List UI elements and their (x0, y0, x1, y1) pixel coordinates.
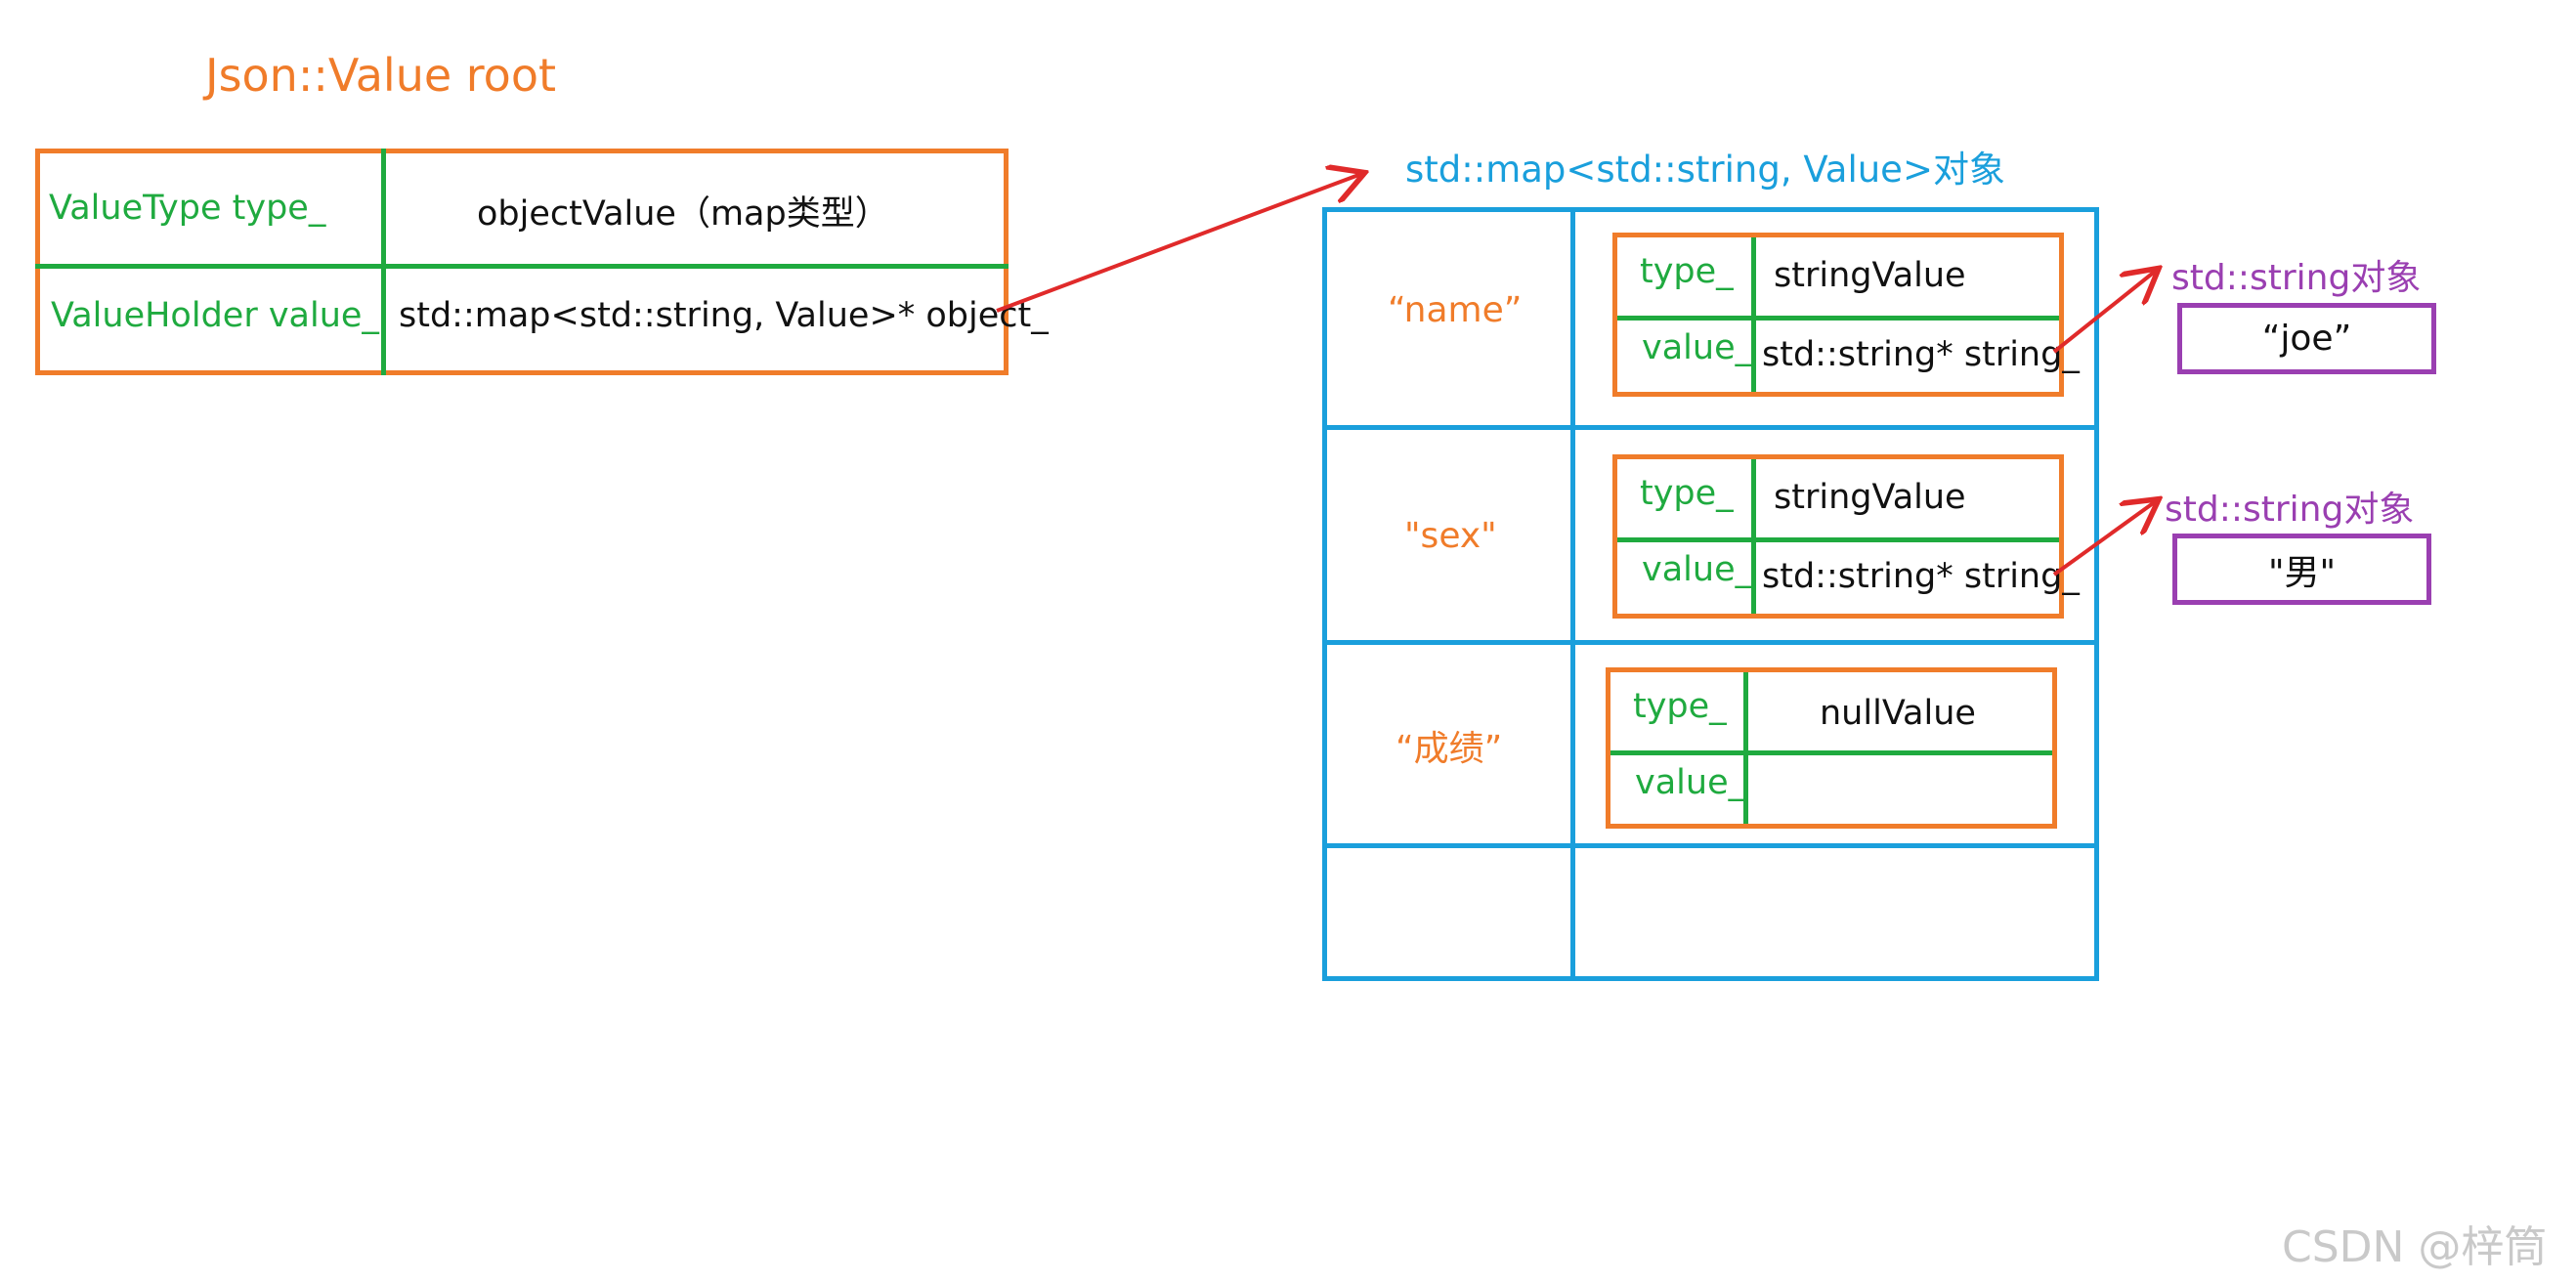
entry-type-label: type_ (1640, 252, 1734, 291)
map-key-name: “name” (1388, 290, 1523, 330)
string-object-title: std::string对象 (2171, 258, 2422, 298)
entry-divider-horizontal (1617, 316, 2059, 321)
root-type-value: objectValue（map类型） (477, 194, 889, 234)
entry-type-label: type_ (1640, 474, 1734, 513)
entry-divider-horizontal (1610, 750, 2052, 755)
arrow-root-to-map (996, 174, 1361, 313)
entry-divider-vertical (1751, 459, 1756, 614)
entry-divider-horizontal (1617, 537, 2059, 542)
string-object-value: “joe” (2261, 319, 2352, 359)
map-row-divider (1322, 843, 2099, 848)
arrow-name-to-string (2052, 271, 2156, 354)
entry-value-value: std::string* string_ (1762, 335, 2080, 374)
entry-value-label: value_ (1642, 328, 1753, 367)
map-key-score: “成绩” (1395, 729, 1503, 769)
map-box (1322, 207, 2099, 981)
entry-value-box (1612, 454, 2064, 619)
entry-divider-vertical (1743, 672, 1748, 824)
root-value-label: ValueHolder value_ (51, 296, 379, 335)
arrow-sex-to-string (2052, 501, 2156, 577)
root-title: Json::Value root (205, 49, 556, 102)
entry-value-label: value_ (1635, 763, 1746, 802)
entry-type-value: stringValue (1774, 478, 1966, 517)
entry-value-box (1612, 233, 2064, 397)
root-divider-horizontal (35, 264, 1009, 269)
watermark: CSDN @梓筒 (2282, 1222, 2548, 1272)
string-object-value: "男" (2267, 552, 2337, 593)
map-row-divider (1322, 425, 2099, 430)
root-value-box (35, 149, 1009, 375)
entry-type-value: nullValue (1820, 694, 1976, 733)
map-divider-vertical (1570, 207, 1575, 981)
string-object-box: "男" (2172, 534, 2431, 605)
entry-divider-vertical (1751, 237, 1756, 392)
root-type-label: ValueType type_ (49, 189, 326, 228)
entry-type-label: type_ (1633, 687, 1727, 726)
entry-value-value: std::string* string_ (1762, 557, 2080, 596)
map-row-divider (1322, 640, 2099, 645)
root-divider-vertical (381, 149, 386, 375)
entry-type-value: stringValue (1774, 256, 1966, 295)
entry-value-box (1606, 667, 2057, 829)
map-title: std::map<std::string, Value>对象 (1405, 149, 2005, 191)
string-object-title: std::string对象 (2165, 490, 2415, 530)
string-object-box: “joe” (2177, 303, 2436, 374)
root-value-value: std::map<std::string, Value>* object_ (399, 296, 1049, 335)
map-key-sex: "sex" (1404, 516, 1497, 556)
entry-value-label: value_ (1642, 550, 1753, 589)
